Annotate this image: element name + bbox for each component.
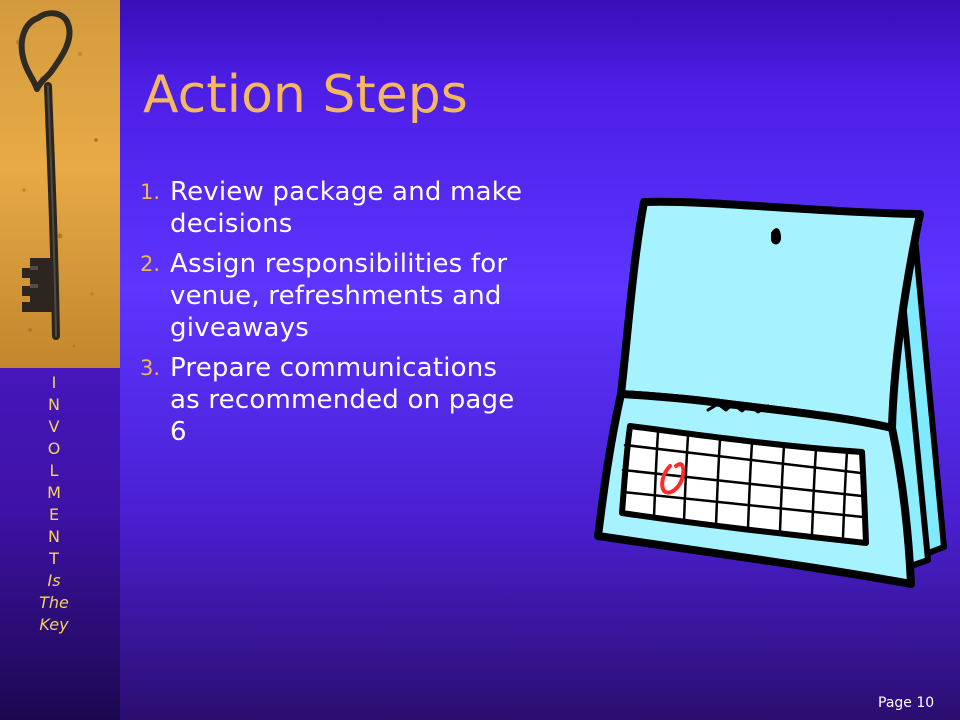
step-number: 3. — [140, 356, 161, 380]
page-number: Page 10 — [878, 695, 935, 711]
calendar-icon — [560, 190, 950, 610]
vertical-letter: N — [48, 395, 60, 414]
page-title: Action Steps — [143, 65, 468, 125]
vertical-tail-is: Is — [47, 571, 61, 590]
involvement-vertical-text: I N V O L M E N T Is The Key — [0, 372, 108, 636]
vertical-letter: T — [49, 549, 59, 568]
vertical-letter: L — [49, 461, 59, 480]
vertical-letter: V — [48, 417, 60, 436]
vertical-letter: I — [51, 373, 57, 392]
vertical-tail-key: Key — [39, 615, 69, 634]
action-steps-list: 1. Review package and make decisions 2. … — [140, 176, 530, 456]
vertical-letter: E — [48, 505, 60, 524]
list-item: 3. Prepare communications as recommended… — [140, 352, 530, 448]
sidebar: I N V O L M E N T Is The Key — [0, 0, 120, 720]
step-number: 1. — [140, 180, 161, 204]
vertical-letter: O — [47, 439, 61, 458]
vertical-tail-the: The — [39, 593, 69, 612]
step-number: 2. — [140, 252, 161, 276]
list-item: 1. Review package and make decisions — [140, 176, 530, 240]
step-text: Review package and make decisions — [170, 177, 523, 239]
vertical-letter: M — [47, 483, 61, 502]
list-item: 2. Assign responsibilities for venue, re… — [140, 248, 530, 344]
vertical-letter: N — [48, 527, 60, 546]
step-text: Assign responsibilities for venue, refre… — [170, 249, 508, 343]
key-icon — [0, 0, 120, 368]
step-text: Prepare communications as recommended on… — [170, 353, 515, 447]
